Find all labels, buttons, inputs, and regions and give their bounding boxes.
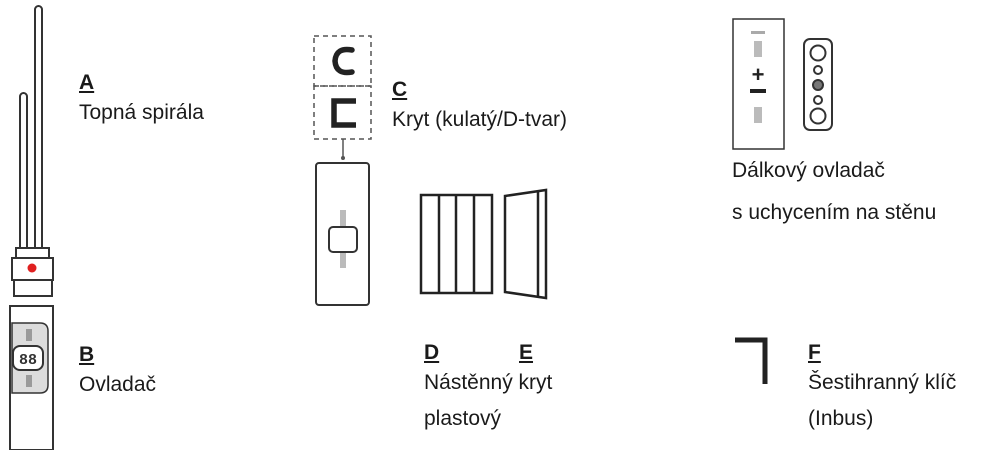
wall-cover-side-illustration (503, 188, 548, 300)
label-a-name: Topná spirála (79, 101, 204, 124)
label-b-name: Ovladač (79, 373, 157, 396)
mounting-plate-illustration (315, 162, 370, 306)
label-a: A Topná spirála (79, 68, 204, 128)
label-de: Nástěnný kryt plastový (424, 368, 552, 434)
label-e-letter: E (519, 341, 534, 364)
label-remote: Dálkový ovladač s uchycením na stěnu (732, 156, 936, 228)
label-de-line2: plastový (424, 407, 502, 430)
wall-holder-illustration (803, 38, 833, 131)
label-remote-line1: Dálkový ovladač (732, 159, 885, 182)
label-c-letter: C (392, 78, 408, 101)
label-de-line1: Nástěnný kryt (424, 371, 553, 394)
controller-display: 88 (19, 352, 37, 369)
plus-symbol: + (752, 62, 765, 87)
label-b-letter: B (79, 343, 95, 366)
round-cover-icon (332, 46, 355, 76)
label-f-line1: Šestihranný klíč (808, 371, 957, 394)
label-b: B Ovladač (79, 340, 156, 400)
heating-element-illustration (11, 5, 54, 297)
hex-key-illustration (735, 337, 768, 384)
label-d-letter-wrap: D (424, 338, 439, 368)
controller-illustration: 88 (9, 305, 54, 450)
label-f-letter: F (808, 341, 821, 364)
d-shape-cover-icon (331, 98, 356, 128)
label-remote-line2: s uchycením na stěnu (732, 201, 937, 224)
label-a-letter: A (79, 71, 95, 94)
label-f-line2: (Inbus) (808, 407, 874, 430)
remote-control-illustration: + (732, 18, 785, 150)
label-d-letter: D (424, 341, 440, 364)
label-f: F Šestihranný klíč (Inbus) (808, 338, 956, 434)
label-c: C Kryt (kulatý/D-tvar) (392, 75, 567, 135)
indicator-light (27, 263, 37, 273)
wall-cover-front-illustration (419, 193, 494, 295)
label-e-letter-wrap: E (519, 338, 533, 368)
label-c-name: Kryt (kulatý/D-tvar) (392, 108, 568, 131)
cover-options-illustration (313, 35, 372, 160)
